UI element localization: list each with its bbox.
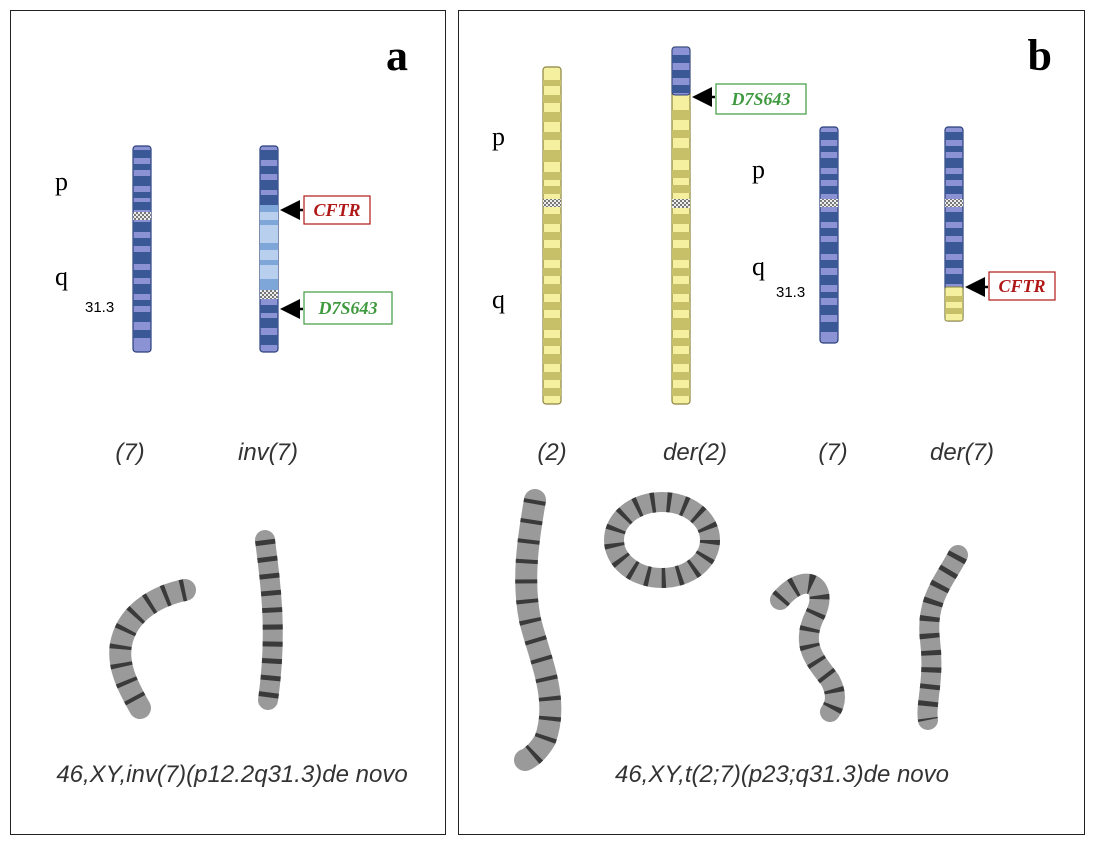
chromosome-7-normal-b-ideogram	[819, 126, 839, 344]
panel-a-arm-q-label: q	[55, 262, 68, 291]
cftr-marker-label-a: CFTR	[313, 200, 360, 220]
panel-b-arm-q-2-label: q	[492, 285, 505, 314]
photo-chromosome-2	[514, 489, 562, 771]
panel-a-letter: a	[386, 31, 408, 80]
panel-b-arm-p-2-label: p	[492, 122, 505, 151]
panel-b-band-label: 31.3	[776, 284, 805, 301]
cftr-marker-box-a	[303, 195, 371, 225]
panel-b-arm-q-7-label: q	[752, 252, 765, 281]
panel-b	[458, 10, 1085, 835]
chromosome-label-der7: der(7)	[930, 439, 994, 466]
d7s643-marker-box-b	[715, 83, 807, 115]
chromosome-label-2: (2)	[537, 439, 566, 466]
d7s643-marker-box-a	[303, 291, 393, 325]
cftr-marker-label-b: CFTR	[998, 276, 1045, 296]
photo-chromosome-7-a	[109, 579, 196, 719]
d7s643-marker-label-a: D7S643	[317, 298, 377, 318]
karyotype-label-a: 46,XY,inv(7)(p12.2q31.3)de novo	[56, 761, 407, 788]
panel-a	[10, 10, 446, 835]
panel-a-arm-p-label: p	[55, 167, 68, 196]
cftr-marker-box-b	[988, 271, 1056, 301]
chromosome-inv7-ideogram	[259, 145, 279, 353]
chromosome-label-7-b: (7)	[818, 439, 847, 466]
panel-b-letter: b	[1028, 31, 1052, 80]
chromosome-label-der2: der(2)	[663, 439, 727, 466]
chromosome-7-normal-ideogram	[132, 145, 152, 353]
chromosome-label-inv7: inv(7)	[238, 439, 298, 466]
d7s643-marker-label-b: D7S643	[730, 89, 790, 109]
chromosome-label-7-a: (7)	[115, 439, 144, 466]
panel-a-band-label: 31.3	[85, 299, 114, 316]
chromosome-der7-ideogram	[944, 126, 964, 322]
karyotype-label-b: 46,XY,t(2;7)(p23;q31.3)de novo	[615, 761, 949, 788]
chromosome-2-normal-ideogram	[542, 66, 562, 405]
photo-chromosome-der2	[604, 492, 720, 588]
panel-b-arm-p-7-label: p	[752, 155, 765, 184]
chromosome-der2-ideogram	[671, 46, 691, 405]
